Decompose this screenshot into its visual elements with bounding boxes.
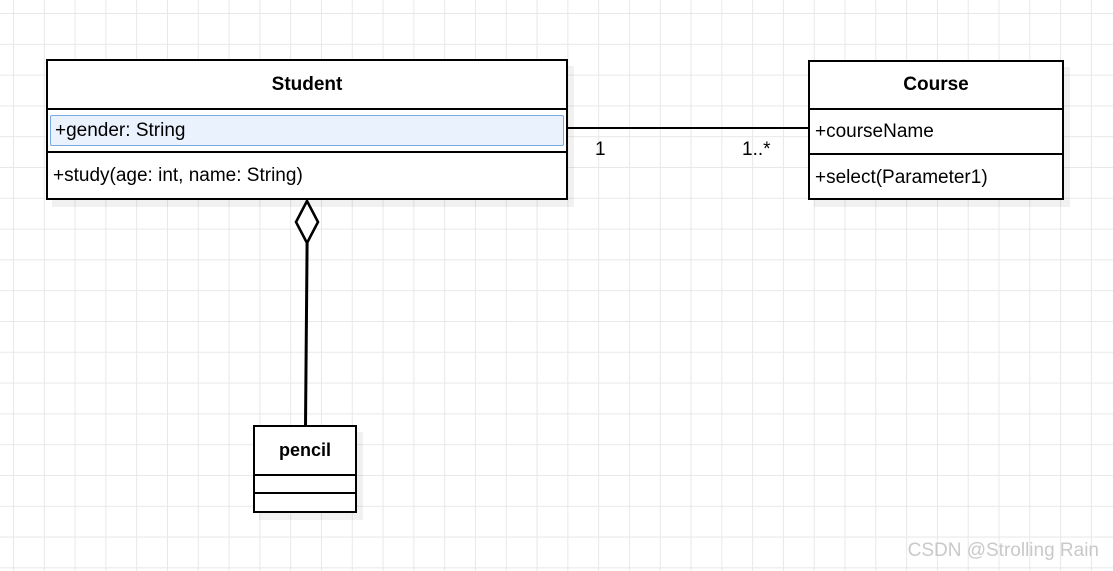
uml-class-course-title[interactable]: Course [810,62,1062,110]
uml-class-course-attributes[interactable]: +courseName [810,110,1062,155]
uml-attribute-row-selected[interactable]: +gender: String [50,115,564,146]
multiplicity-label-student-end[interactable]: 1 [595,139,606,160]
uml-class-student-title[interactable]: Student [48,61,566,110]
uml-method-text: +study(age: int, name: String) [53,164,303,186]
uml-class-pencil[interactable]: pencil [253,425,357,513]
uml-method-text: +select(Parameter1) [815,166,988,188]
uml-class-student[interactable]: Student +gender: String +study(age: int,… [46,59,568,200]
uml-class-student-attributes[interactable]: +gender: String [48,110,566,153]
uml-class-course[interactable]: Course +courseName +select(Parameter1) [808,60,1064,200]
uml-class-pencil-title[interactable]: pencil [255,427,355,476]
aggregation-diamond-icon [294,200,320,244]
uml-attribute-text: +courseName [815,120,934,142]
watermark-text: CSDN @Strolling Rain [907,540,1099,561]
uml-class-pencil-attributes[interactable] [255,476,355,494]
uml-class-student-methods[interactable]: +study(age: int, name: String) [48,153,566,198]
uml-class-course-methods[interactable]: +select(Parameter1) [810,155,1062,200]
multiplicity-label-course-end[interactable]: 1..* [742,139,771,160]
uml-attribute-text: +gender: String [55,119,186,141]
association-line-student-course[interactable] [566,127,810,129]
aggregation-line-student-pencil[interactable] [304,235,309,427]
uml-class-pencil-methods[interactable] [255,494,355,512]
